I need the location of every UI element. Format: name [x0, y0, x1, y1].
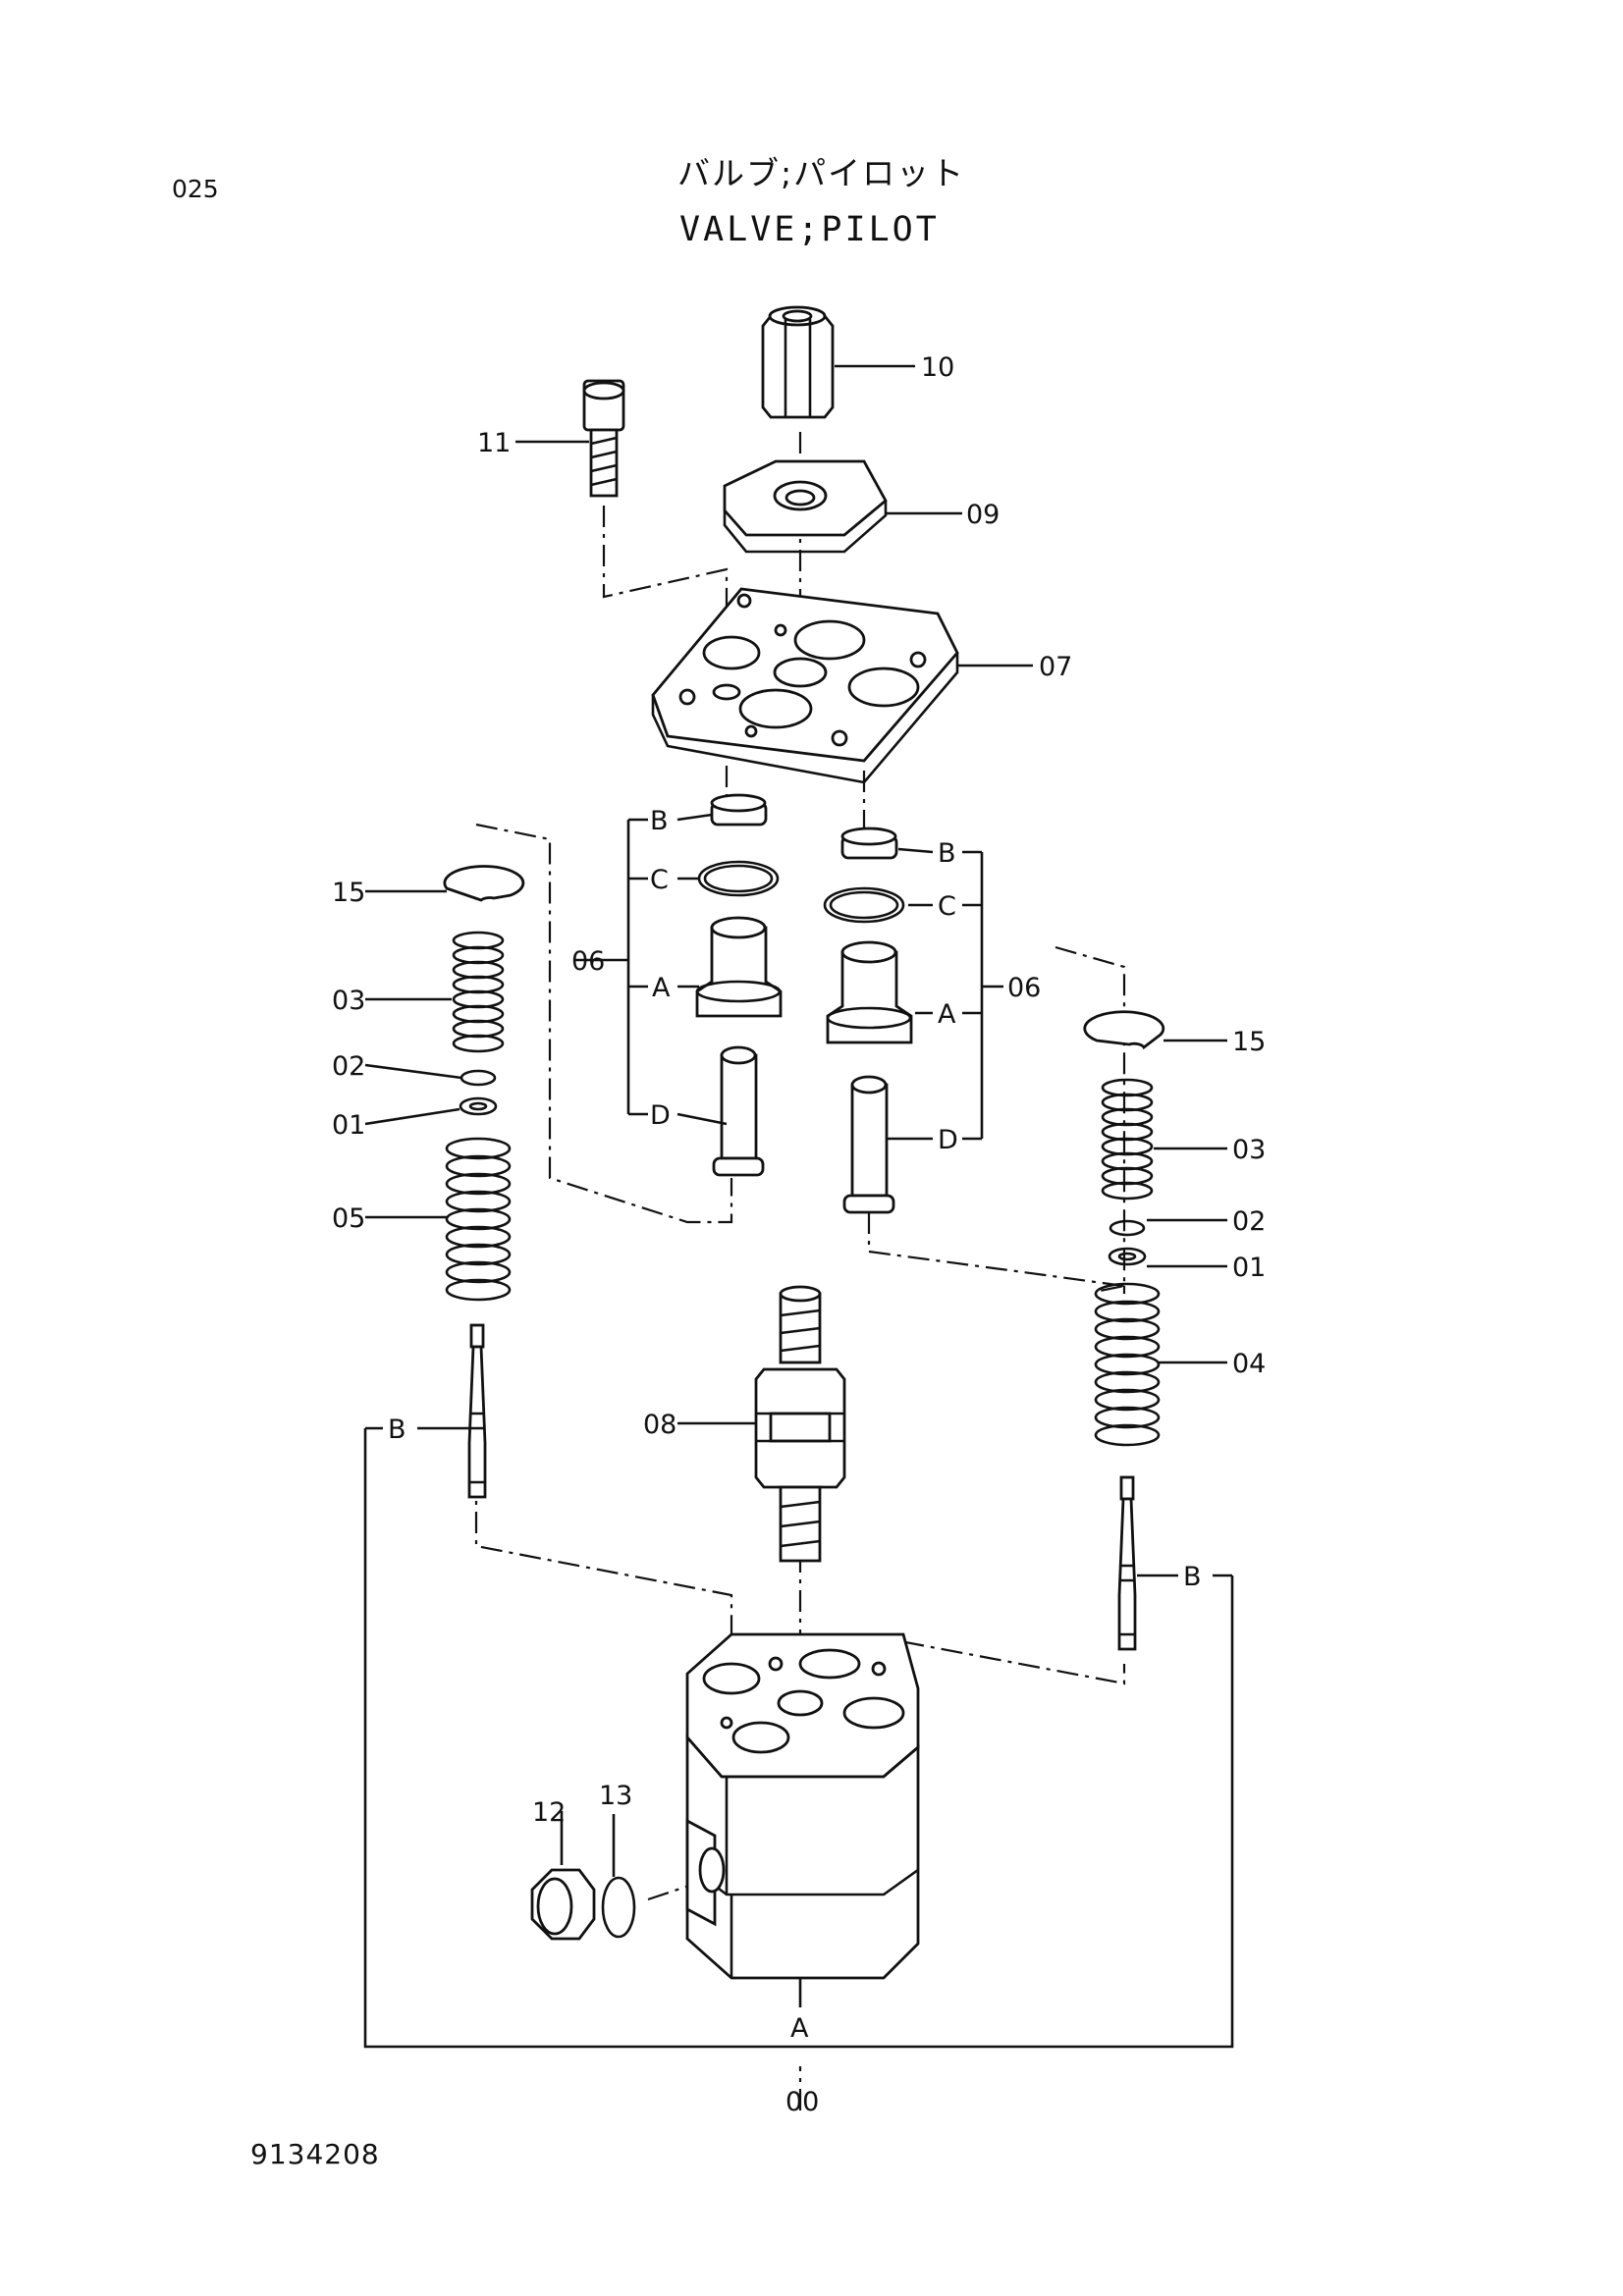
plug-and-o-ring	[530, 1868, 636, 1941]
sub-b-plunger-right: B	[1183, 1562, 1202, 1592]
valve-body	[685, 1632, 920, 1980]
callout-00: 00	[785, 2087, 819, 2117]
callout-13: 13	[599, 1781, 632, 1811]
socket-head-bolt	[582, 379, 625, 498]
callout-15-right: 15	[1232, 1027, 1266, 1057]
universal-joint	[754, 1285, 846, 1563]
sub-b-plunger-left: B	[388, 1415, 406, 1445]
callout-07: 07	[1039, 652, 1072, 682]
leader-lines	[363, 364, 1234, 2049]
sub-c-right: C	[938, 891, 956, 922]
callout-15-left: 15	[332, 878, 365, 908]
callout-03-right: 03	[1232, 1135, 1266, 1165]
callout-01-right: 01	[1232, 1253, 1266, 1283]
page-code: 025	[172, 175, 219, 203]
seal-assembly-right	[823, 827, 913, 1214]
sub-a-left: A	[652, 973, 671, 1003]
sub-b-right: B	[938, 838, 956, 869]
callout-11: 11	[477, 428, 511, 458]
callout-06-left: 06	[571, 946, 605, 977]
callout-labels: 10 11 09 07 15 03 02 01 05 06 B C A D B …	[332, 352, 1266, 2117]
callout-02-right: 02	[1232, 1206, 1266, 1237]
callout-10: 10	[921, 352, 954, 383]
cover-plate	[651, 587, 959, 784]
callout-08: 08	[643, 1410, 676, 1440]
callout-12: 12	[532, 1797, 566, 1828]
sub-d-right: D	[938, 1125, 958, 1155]
spring-stack-left	[443, 865, 525, 1499]
title-english: VALVE;PILOT	[679, 210, 940, 249]
title-japanese: バルブ;パイロット	[677, 154, 966, 192]
callout-01-left: 01	[332, 1110, 365, 1141]
sub-d-left: D	[650, 1100, 671, 1131]
hex-fitting	[761, 305, 835, 419]
callout-09: 09	[966, 500, 1000, 530]
callout-06-right: 06	[1007, 973, 1041, 1003]
sub-b-left: B	[650, 806, 669, 836]
sub-c-left: C	[650, 865, 669, 895]
callout-02-left: 02	[332, 1051, 365, 1082]
document-number: 9134208	[250, 2138, 380, 2170]
callout-04: 04	[1232, 1349, 1266, 1379]
spring-stack-right	[1083, 1010, 1165, 1651]
callout-03-left: 03	[332, 986, 365, 1016]
callout-05: 05	[332, 1203, 365, 1234]
seal-assembly-left	[695, 793, 783, 1177]
sub-a-body: A	[790, 2013, 809, 2044]
hex-plate	[723, 459, 888, 554]
sub-a-right: A	[938, 999, 956, 1030]
